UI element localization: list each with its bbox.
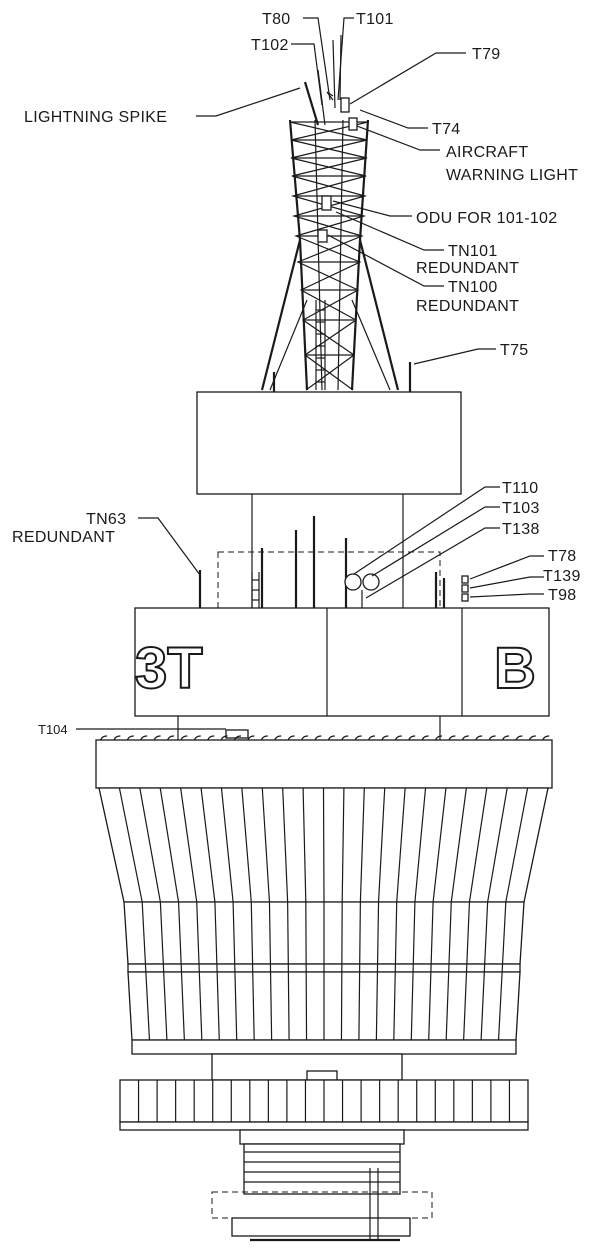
label-tn101-2: REDUNDANT: [416, 260, 519, 277]
panel-line: [432, 787, 447, 903]
panel-line: [359, 787, 365, 903]
label-odu: ODU FOR 101-102: [416, 210, 557, 227]
label-t110: T110: [502, 480, 538, 497]
panel-line: [410, 901, 416, 1041]
label-t98: T98: [548, 587, 576, 604]
panel-line: [463, 901, 471, 1041]
panel-line: [487, 787, 508, 903]
upper-roof-box: [196, 391, 462, 495]
label-tn101-1: TN101: [448, 243, 498, 260]
label-t138: T138: [502, 521, 540, 538]
lattice-mast: [260, 34, 412, 392]
panel-line: [414, 787, 427, 903]
label-t78: T78: [548, 548, 576, 565]
panel-line: [468, 787, 488, 903]
logo-box: 3T B: [134, 607, 550, 717]
label-t139: T139: [543, 568, 581, 585]
panel-line: [200, 787, 216, 903]
callout-labels: T80 T101 T102 T79 LIGHTNING SPIKE T74 AI…: [12, 11, 581, 737]
panel-line: [375, 901, 380, 1041]
leader-lines: [76, 17, 544, 730]
label-lightning-spike: LIGHTNING SPIKE: [24, 109, 167, 126]
upper-drum-stripes: [118, 787, 529, 903]
label-tn63-1: TN63: [86, 511, 126, 528]
panel-line: [322, 787, 325, 903]
label-t80: T80: [262, 11, 290, 28]
lower-collar-stripes: [137, 1080, 511, 1122]
label-tn100-2: REDUNDANT: [416, 298, 519, 315]
tower-stem: [211, 1129, 433, 1242]
panel-line: [180, 787, 198, 903]
panel-line: [282, 787, 289, 903]
panel-line: [232, 901, 238, 1041]
label-t101: T101: [356, 11, 394, 28]
label-t102: T102: [251, 37, 289, 54]
panel-line: [497, 901, 507, 1041]
panel-line: [139, 787, 161, 903]
panel-line: [214, 901, 220, 1041]
label-t103: T103: [502, 500, 540, 517]
panel-line: [393, 901, 398, 1041]
panel-line: [159, 787, 180, 903]
label-aircraft-1: AIRCRAFT: [446, 144, 528, 161]
panel-line: [396, 787, 406, 903]
panel-line: [250, 901, 255, 1041]
panel-line: [305, 901, 308, 1041]
central-shaft: [198, 494, 469, 609]
panel-line: [445, 901, 452, 1041]
panel-line: [377, 787, 386, 903]
panel-line: [141, 901, 151, 1041]
neck-section: [177, 716, 441, 740]
logo-left-text: 3T: [135, 636, 203, 701]
panel-line: [241, 787, 252, 903]
label-aircraft-2: WARNING LIGHT: [446, 167, 578, 184]
panel-line: [159, 901, 168, 1041]
label-tn63-2: REDUNDANT: [12, 529, 115, 546]
label-t79: T79: [472, 46, 500, 63]
panel-line: [196, 901, 203, 1041]
panel-line: [220, 787, 234, 903]
panel-line: [118, 787, 143, 903]
panel-line: [177, 901, 185, 1041]
label-t74: T74: [432, 121, 460, 138]
logo-right-text: B: [494, 636, 536, 701]
panel-line: [287, 901, 290, 1041]
panel-line: [450, 787, 467, 903]
panel-line: [428, 901, 434, 1041]
panel-line: [302, 787, 307, 903]
label-t75: T75: [500, 342, 528, 359]
panel-line: [358, 901, 361, 1041]
panel-line: [505, 787, 529, 903]
label-tn100-1: TN100: [448, 279, 498, 296]
panel-line: [341, 787, 345, 903]
panel-line: [268, 901, 273, 1041]
label-t104: T104: [38, 722, 68, 737]
panel-line: [261, 787, 271, 903]
panel-line: [480, 901, 489, 1041]
panel-line: [340, 901, 343, 1041]
middle-drum-stripes: [141, 901, 507, 1041]
